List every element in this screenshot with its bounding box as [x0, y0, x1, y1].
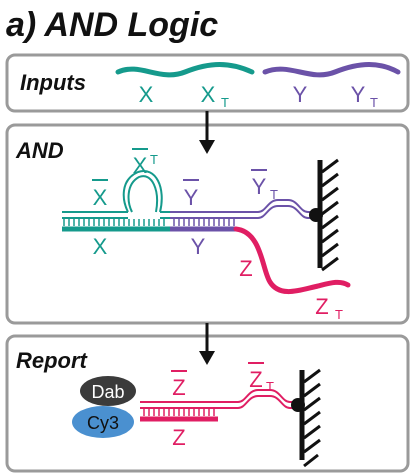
cy3-fluorophore	[72, 406, 134, 438]
dab-quencher	[80, 376, 136, 406]
label-y: Y	[191, 234, 206, 259]
inputs-label: Inputs	[20, 70, 86, 95]
figure-title: a) AND Logic	[6, 6, 218, 44]
gate-strand-xbar	[62, 211, 128, 219]
gate-loop-xtbar	[122, 170, 163, 213]
input-xt-label: X	[201, 82, 216, 107]
label-zbar: Z	[172, 375, 185, 400]
reporter-strand-ztbar	[222, 389, 298, 409]
label-ztbar: Z	[249, 367, 262, 392]
label-z: Z	[239, 256, 252, 281]
gate-strand-ytbar	[238, 199, 316, 219]
cy3-label: Cy3	[87, 413, 119, 433]
label-ytbar-subscript: T	[270, 187, 278, 202]
dab-label: Dab	[91, 382, 124, 402]
gate-strand-z	[233, 226, 351, 294]
label-zt-subscript: T	[335, 307, 343, 322]
reporter-base-pair-ticks	[143, 409, 215, 416]
report-panel: Report Dab Cy3	[5, 323, 410, 473]
label-zt: Z	[315, 294, 328, 319]
label-ytbar: Y	[252, 174, 267, 199]
label-xbar: X	[93, 185, 108, 210]
base-pair-ticks	[63, 219, 235, 226]
input-strand-x	[115, 62, 255, 78]
label-xtbar: X	[133, 153, 148, 178]
label-x: X	[93, 234, 108, 259]
input-yt-subscript: T	[370, 95, 378, 110]
surface-hatch-icon	[317, 158, 339, 272]
label-ybar: Y	[184, 185, 199, 210]
surface-hatch-icon	[299, 368, 321, 468]
label-xtbar-subscript: T	[150, 152, 158, 167]
input-x-label: X	[139, 82, 154, 107]
label-z: Z	[172, 425, 185, 450]
input-xt-subscript: T	[221, 95, 229, 110]
gate-strand-ybar	[170, 211, 238, 219]
report-label: Report	[16, 348, 89, 373]
and-label: AND	[15, 138, 64, 163]
label-ztbar-subscript: T	[266, 379, 274, 394]
reporter-strand-zbar	[140, 401, 222, 409]
input-yt-label: Y	[351, 82, 366, 107]
input-y-label: Y	[293, 82, 308, 107]
and-panel-border	[5, 123, 410, 325]
and-panel: AND	[5, 111, 410, 325]
inputs-panel: Inputs X X T Y Y T	[5, 53, 410, 113]
input-strand-y	[262, 62, 401, 78]
